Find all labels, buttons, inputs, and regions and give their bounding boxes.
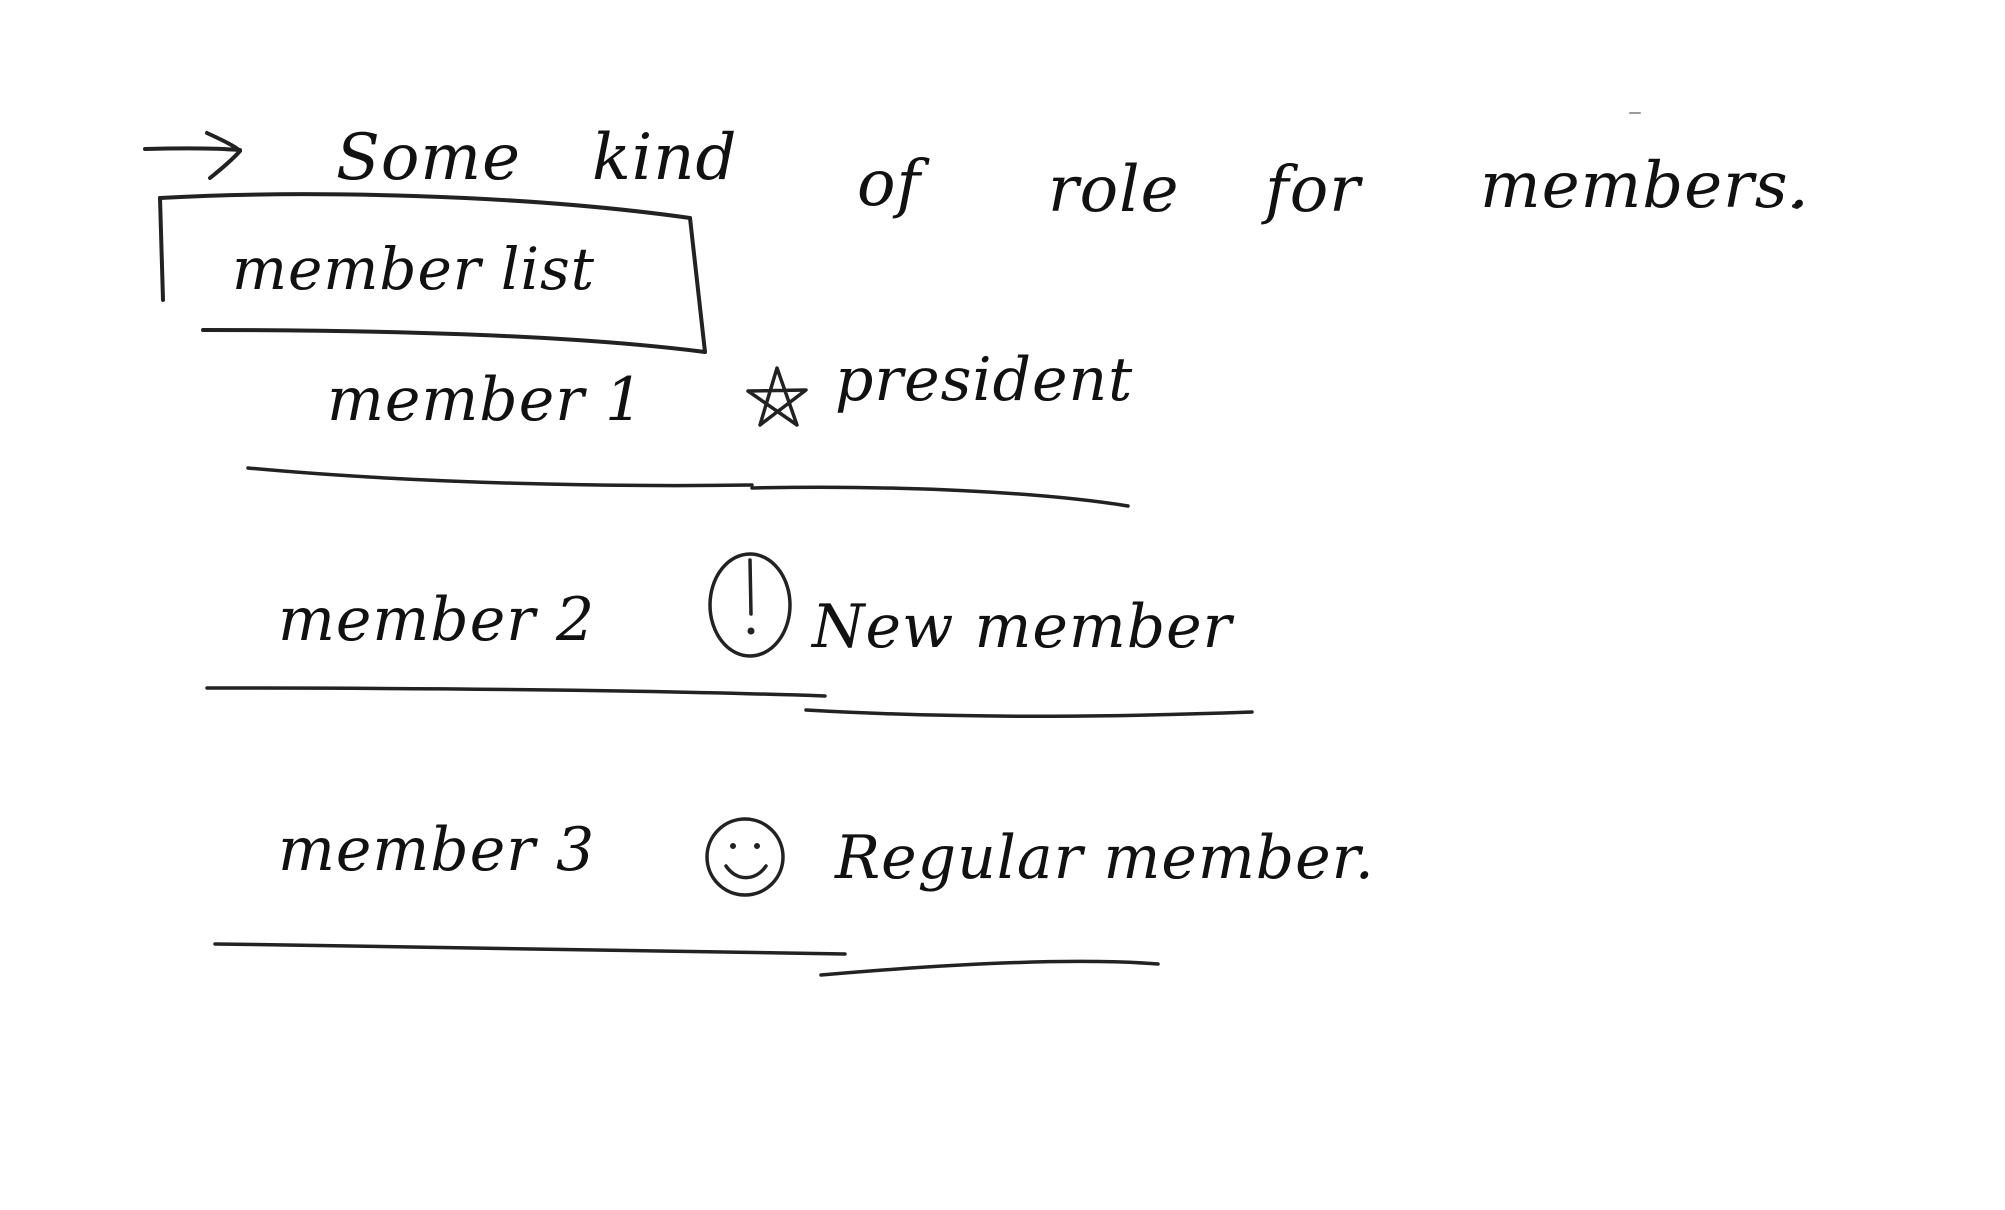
member-role-president: president [835, 345, 1134, 415]
member-list-label: member list [232, 235, 596, 303]
smiley-face-icon [705, 817, 785, 897]
member-name: member 2 [278, 585, 596, 655]
exclamation-circle-icon [708, 552, 792, 658]
heading-word-of: of [857, 147, 922, 221]
heading-word-members: members. [1480, 149, 1810, 223]
member-role-new-member: New member [812, 592, 1233, 662]
member-1-name-underline [246, 466, 754, 488]
member-role-regular-member: Regular member. [835, 823, 1375, 893]
member-name: member 3 [278, 815, 596, 885]
member-3-role-underline [819, 959, 1160, 977]
heading-word-some: Some [336, 121, 521, 195]
member-3-name-underline [213, 942, 847, 956]
member-name: member 1 [327, 365, 645, 435]
member-2-name-underline [205, 686, 827, 698]
member-1-role-underline [750, 485, 1130, 508]
heading-word-role: role [1048, 153, 1180, 227]
member-list-box [158, 192, 707, 354]
heading-word-for: for [1265, 153, 1361, 227]
member-2-role-underline [804, 708, 1254, 719]
arrow-icon [143, 131, 242, 180]
heading-word-kind: kind [592, 121, 738, 195]
star-icon [746, 366, 808, 427]
